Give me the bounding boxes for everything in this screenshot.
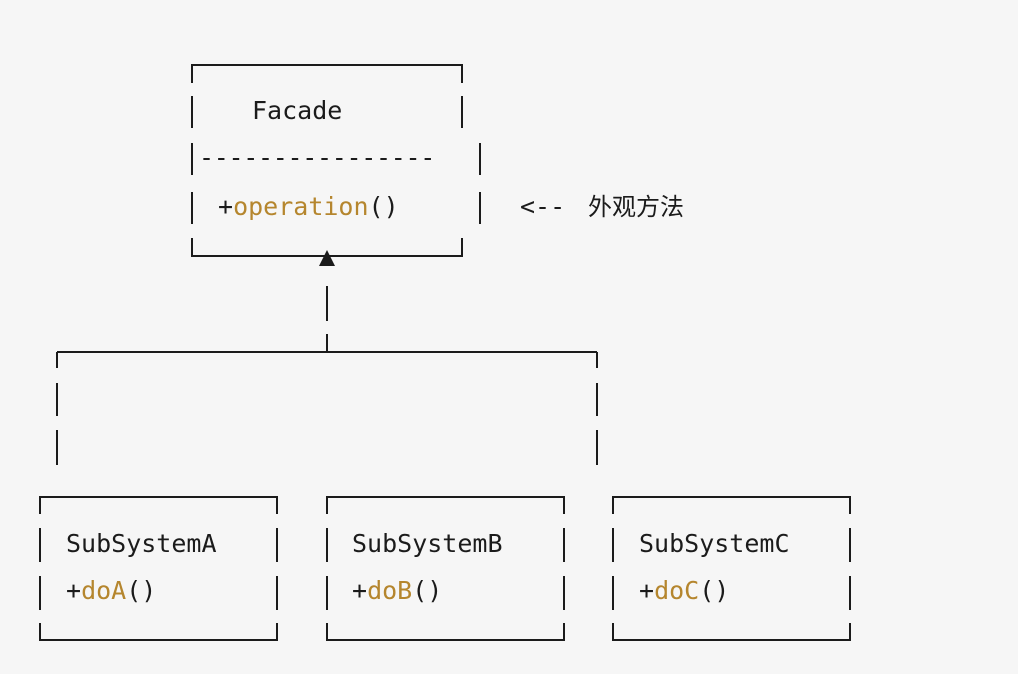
facade-class-name: Facade [252, 96, 343, 125]
annotation-label: 外观方法 [588, 193, 684, 221]
subsystem-c-name: SubSystemC [639, 529, 790, 558]
facade-separator: ---------------- [199, 143, 436, 172]
subsystem-c-method: +doC() [639, 576, 730, 605]
subsystem-b-frame [326, 496, 565, 641]
subsystem-a-method: +doA() [66, 576, 157, 605]
subsystem-b-name: SubSystemB [352, 529, 503, 558]
inheritance-arrowhead [319, 250, 335, 266]
subsystem-a-frame [39, 496, 278, 641]
facade-box-frame [191, 64, 481, 257]
facade-method: +operation() [218, 192, 399, 221]
facade-method-name: operation [233, 192, 369, 221]
annotation-arrow: <-- [520, 192, 566, 221]
subsystem-b-method: +doB() [352, 576, 443, 605]
subsystem-c-frame [612, 496, 851, 641]
subsystem-a-name: SubSystemA [66, 529, 217, 558]
